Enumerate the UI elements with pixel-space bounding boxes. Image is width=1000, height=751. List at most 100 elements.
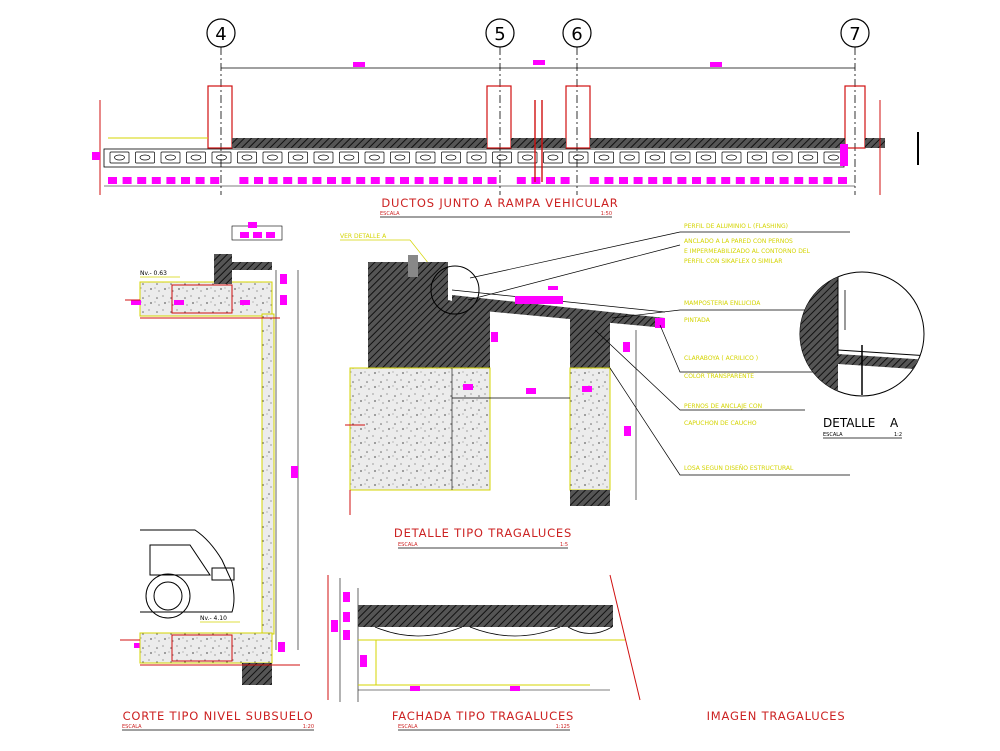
corte-scale-value: 1:20 [303,724,314,730]
dimension-mark [356,177,366,184]
dimension-mark [560,177,570,184]
duct-cell [262,151,283,164]
dimension-mark [108,177,117,184]
duct-void [726,154,737,161]
dimension-mark [692,177,701,184]
level-upper: Nv.- 0.63 [140,270,167,277]
dimension-mark [458,177,468,184]
duct-cell [415,151,436,164]
dimension-mark [838,177,847,184]
ductos-title: DUCTOS JUNTO A RAMPA VEHICULAR [381,196,618,210]
dimension-mark [283,177,293,184]
dimension-mark [385,177,395,184]
duct-cell [109,151,130,164]
duct-void [267,154,278,161]
duct-void [675,154,686,161]
note-sikaflex: PERFIL CON SIKAFLEX O SIMILAR [684,258,782,265]
duct-void [394,154,406,161]
fachada-title: FACHADA TIPO TRAGALUCES [392,709,574,723]
dimension-mark [589,177,599,184]
duct-cell [364,151,385,164]
duct-void [216,154,227,161]
note-perfil: PERFIL DE ALUMINIO L (FLASHING) [684,223,788,230]
duct-cell [568,151,589,164]
dimension-mark [166,177,176,184]
dimension-mark [210,177,220,184]
duct-cell [798,151,818,164]
fachada-scale-value: 1:125 [556,724,570,730]
ductos-scale-value: 1:50 [601,211,612,217]
ductos-section: 4 5 6 7 [92,18,919,218]
dimension-mark [122,177,132,184]
note-capuchon: CAPUCHON DE CAUCHO [684,420,757,427]
note-color: COLOR TRANSPARENTE [684,373,754,380]
detalle-a-title: DETALLE [823,416,875,430]
detalle-scale-label: ESCALA [398,542,418,548]
dimension-mark [268,177,278,184]
duct-void [547,154,559,161]
grid-axis-5: 5 [485,18,515,48]
duct-cell [186,151,206,164]
detalle-a-letter: A [890,416,899,430]
dimension-mark [239,177,249,184]
duct-void [496,154,508,161]
duct-void [777,154,788,161]
duct-void [318,154,329,161]
note-pernos: PERNOS DE ANCLAJE CON [684,403,762,410]
car-silhouette-icon [140,529,235,619]
grid-axis-6: 6 [562,18,592,48]
level-lower: Nv.- 4.10 [200,615,227,622]
dimension-mark [312,177,322,184]
fachada-scale-label: ESCALA [398,724,418,730]
duct-void [114,154,125,161]
tragaluces-detalle-title: DETALLE TIPO TRAGALUCES [394,526,572,540]
duct-cell [543,151,563,164]
duct-cell [390,151,410,164]
detalle-a-scale-value: 1:2 [894,432,902,438]
note-mamposteria: MAMPOSTERIA ENLUCIDA [684,300,761,307]
duct-void [292,154,304,161]
duct-cell [288,151,308,164]
dimension-mark [487,177,497,184]
duct-cell [492,151,512,164]
duct-cell [721,151,742,164]
duct-cell [313,151,334,164]
duct-void [522,154,533,161]
dimension-mark [765,177,774,184]
duct-cell [517,151,538,164]
ductos-scale-label: ESCALA [380,211,400,217]
duct-void [343,154,355,161]
dimension-mark [677,177,687,184]
dimension-mark [429,177,439,184]
dimension-mark [735,177,745,184]
duct-void [369,154,380,161]
duct-void [445,154,457,161]
dimension-mark [254,177,263,184]
duct-void [802,154,814,161]
dimension-mark [721,177,731,184]
duct-void [165,154,176,161]
duct-cell [135,151,155,164]
duct-cell [645,151,665,164]
corte-title: CORTE TIPO NIVEL SUBSUELO [123,709,314,723]
axis-label-5: 5 [494,24,505,45]
dimension-mark [151,177,161,184]
dimension-mark [794,177,804,184]
axis-label-7: 7 [849,24,860,45]
duct-void [624,154,635,161]
dimension-mark [341,177,351,184]
duct-void [751,154,763,161]
axis-label-4: 4 [215,24,226,45]
dimension-mark [473,177,482,184]
duct-cell [594,151,614,164]
grid-axis-7: 7 [840,18,870,48]
duct-cell [670,151,691,164]
imagen-title: IMAGEN TRAGALUCES [707,709,846,723]
duct-cell [466,151,487,164]
corte-section: Nv.- 0.63 Nv.- 4.1 [120,222,314,731]
duct-void [700,154,712,161]
dimension-mark [648,177,658,184]
dimension-mark [400,177,409,184]
duct-void [139,154,151,161]
detalle-a-scale-label: ESCALA [823,432,843,438]
